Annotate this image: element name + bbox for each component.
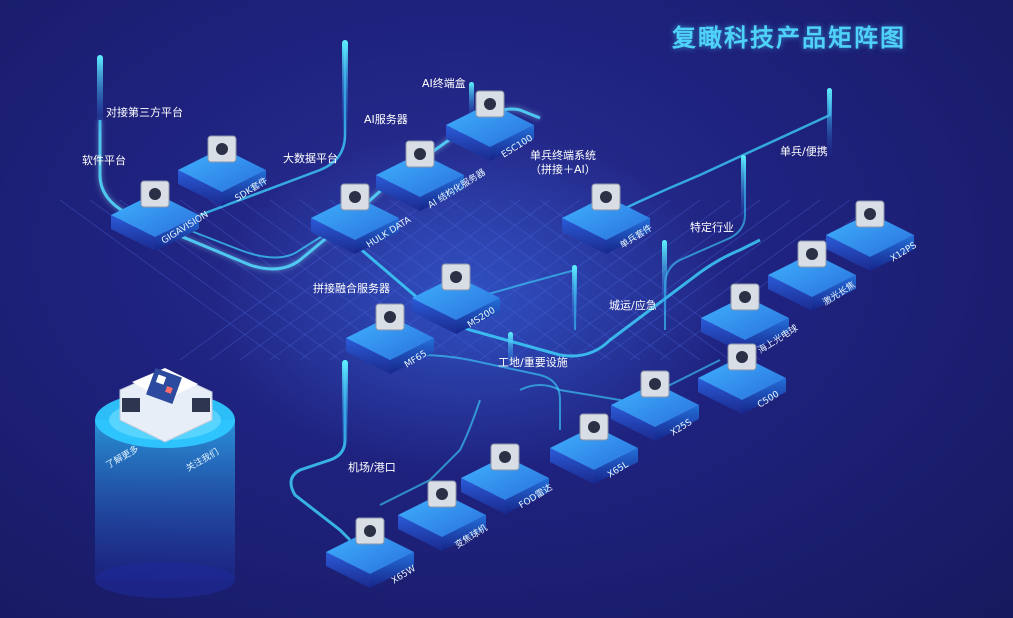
pedestal-mf65: [346, 303, 434, 374]
pedestal-x65w: [326, 517, 414, 588]
pedestal-ms200: [412, 263, 500, 334]
pedestal-fod: [461, 443, 549, 514]
pedestal-x65l: [550, 413, 638, 484]
label-soldier-terminal-system: 单兵终端系统: [530, 149, 596, 162]
label-big-data-platform: 大数据平台: [283, 152, 338, 165]
label-soldier-terminal-system-sub: （拼接＋AI）: [530, 163, 596, 176]
label-soldier-portable: 单兵/便携: [780, 145, 828, 158]
pedestal-gigavision: [111, 180, 199, 251]
qr-code-device: [119, 368, 213, 443]
page-title: 复瞰科技产品矩阵图: [672, 24, 906, 52]
label-stitch-fusion-server: 拼接融合服务器: [313, 282, 390, 295]
label-ai-server: AI服务器: [364, 113, 408, 126]
label-software-platform: 软件平台: [82, 154, 126, 167]
pedestal-esc100: [446, 90, 534, 161]
label-urban-emergency: 城运/应急: [609, 299, 657, 312]
pedestal-dome: [398, 480, 486, 551]
label-airport-port: 机场/港口: [348, 461, 396, 474]
label-specific-industry: 特定行业: [690, 221, 734, 234]
pedestal-laser: [768, 240, 856, 311]
pedestal-c500: [698, 343, 786, 414]
pedestal-hulk-data: [311, 183, 399, 254]
label-construction-facilities: 工地/重要设施: [498, 356, 568, 369]
label-ai-terminal-box: AI终端盒: [422, 77, 466, 90]
pedestal-sdk: [178, 135, 266, 206]
pedestal-x25s: [611, 370, 699, 441]
pedestal-x12ps: [826, 200, 914, 271]
pedestal-soldier-kit: [562, 183, 650, 254]
label-third-party-platform: 对接第三方平台: [106, 106, 183, 119]
light-pillars: [97, 40, 832, 450]
pedestal-ai-structured: [376, 140, 464, 211]
